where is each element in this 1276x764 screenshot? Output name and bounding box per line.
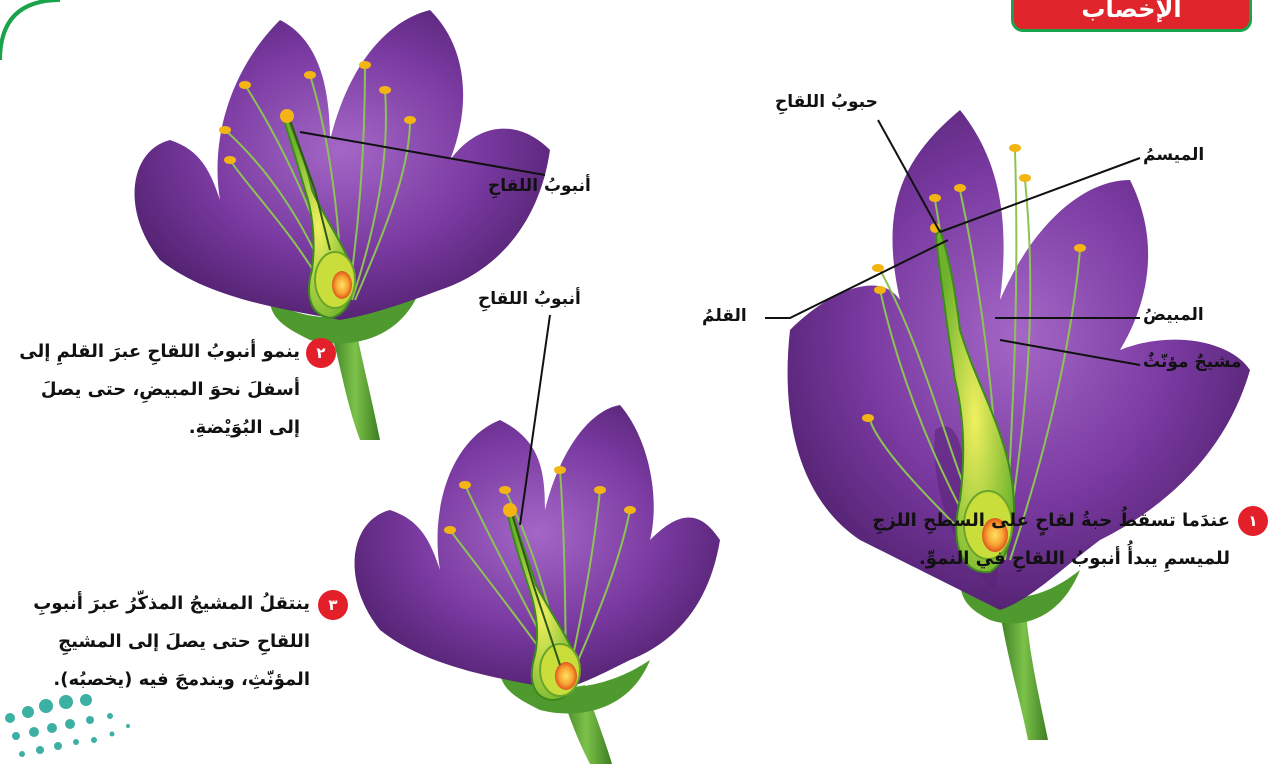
label-pollen-tube-top: أنبوبُ اللقاحِ	[488, 176, 591, 196]
flower-1-illustration	[788, 110, 1250, 740]
label-ovary: المبيضُ	[1143, 305, 1204, 325]
watermark-dots	[5, 694, 130, 757]
label-pollen-tube-middle: أنبوبُ اللقاحِ	[478, 289, 581, 309]
section-tab: الإخصاب	[1011, 0, 1252, 32]
flower-3-illustration	[355, 405, 720, 764]
step-1-badge: ١	[1238, 506, 1268, 536]
section-tab-label: الإخصاب	[1081, 0, 1181, 23]
step-1-text: عندَما تسقطُ حبةُ لقاحٍ على السطحِ اللزج…	[850, 502, 1230, 578]
frame-corner	[0, 0, 60, 60]
label-pollen-grains: حبوبُ اللقاحِ	[775, 92, 878, 112]
step-2-text: ينمو أنبوبُ اللقاحِ عبرَ القلمِ إلى أسفل…	[4, 333, 300, 447]
label-stigma: الميسمُ	[1143, 145, 1204, 165]
label-style: القلمُ	[702, 306, 747, 326]
step-2-badge: ٢	[306, 338, 336, 368]
step-3-text: ينتقلُ المشيجُ المذكّرُ عبرَ أنبوبِ اللق…	[4, 585, 310, 699]
step-3-badge: ٣	[318, 590, 348, 620]
label-female-gametophyte: مشيجٌ مؤنّثٌ	[1143, 352, 1242, 372]
